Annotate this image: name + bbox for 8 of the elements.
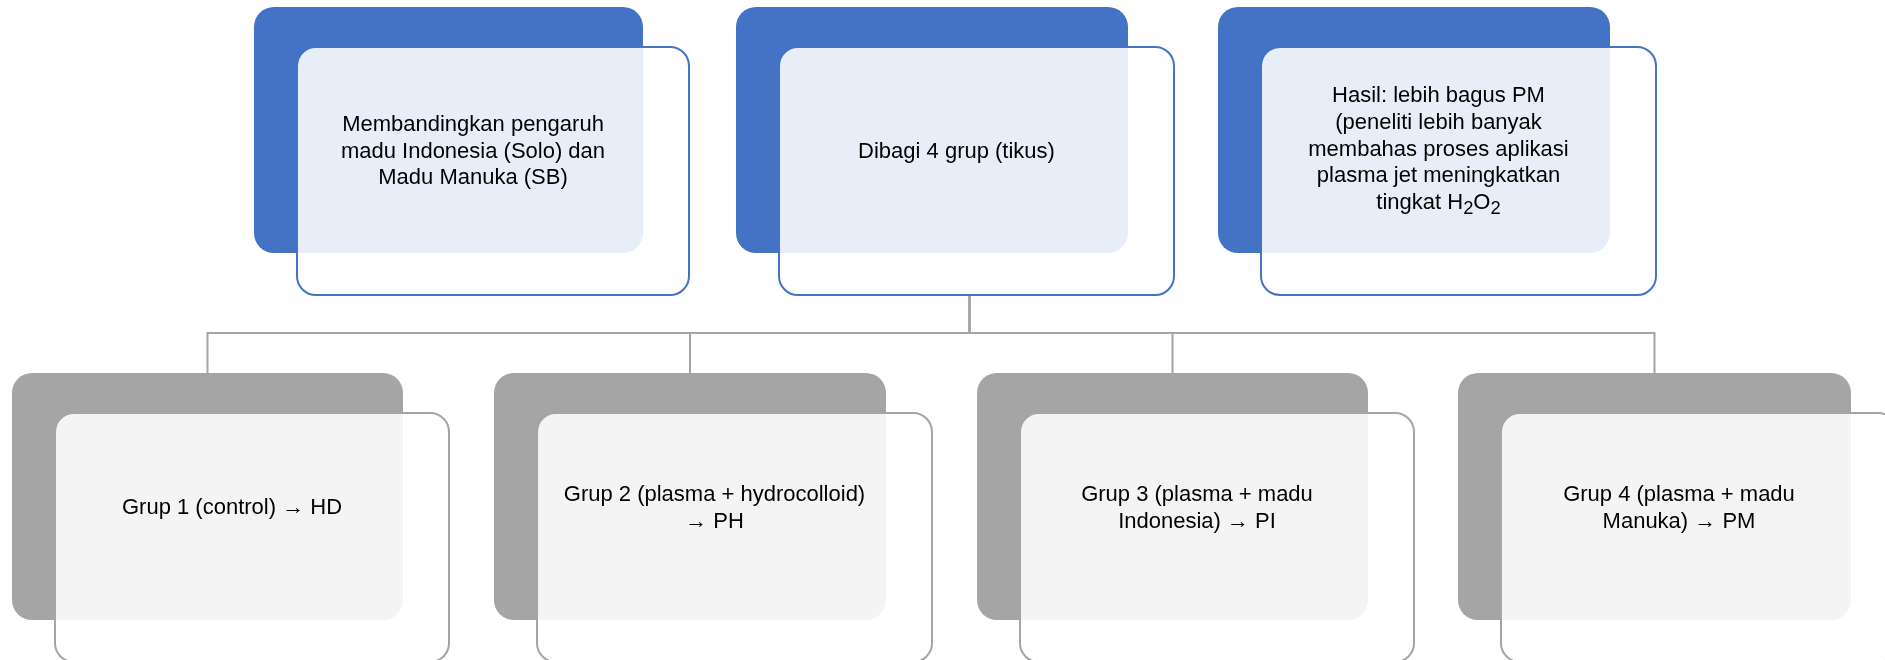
- box-text: Membandingkan pengaruh madu Indonesia (Solo) dan Madu Manuka (SB): [339, 110, 607, 192]
- box-text: Grup 2 (plasma + hydrocolloid) → PH: [562, 480, 867, 535]
- box-text: Grup 1 (control) → HD: [121, 494, 343, 521]
- connector-line: [968, 295, 1656, 374]
- box-text: Grup 3 (plasma + madu Indonesia) → PI: [1080, 480, 1314, 535]
- box-text: Grup 4 (plasma + madu Manuka) → PM: [1562, 480, 1796, 535]
- box-text: Hasil: lebih bagus PM (peneliti lebih banyak membahas proses aplikasi plasma jet meningkatkan tingkat H$_{2}$O$_{2}$: [1307, 81, 1570, 221]
- box-text: Dibagi 4 grup (tikus): [858, 137, 1055, 165]
